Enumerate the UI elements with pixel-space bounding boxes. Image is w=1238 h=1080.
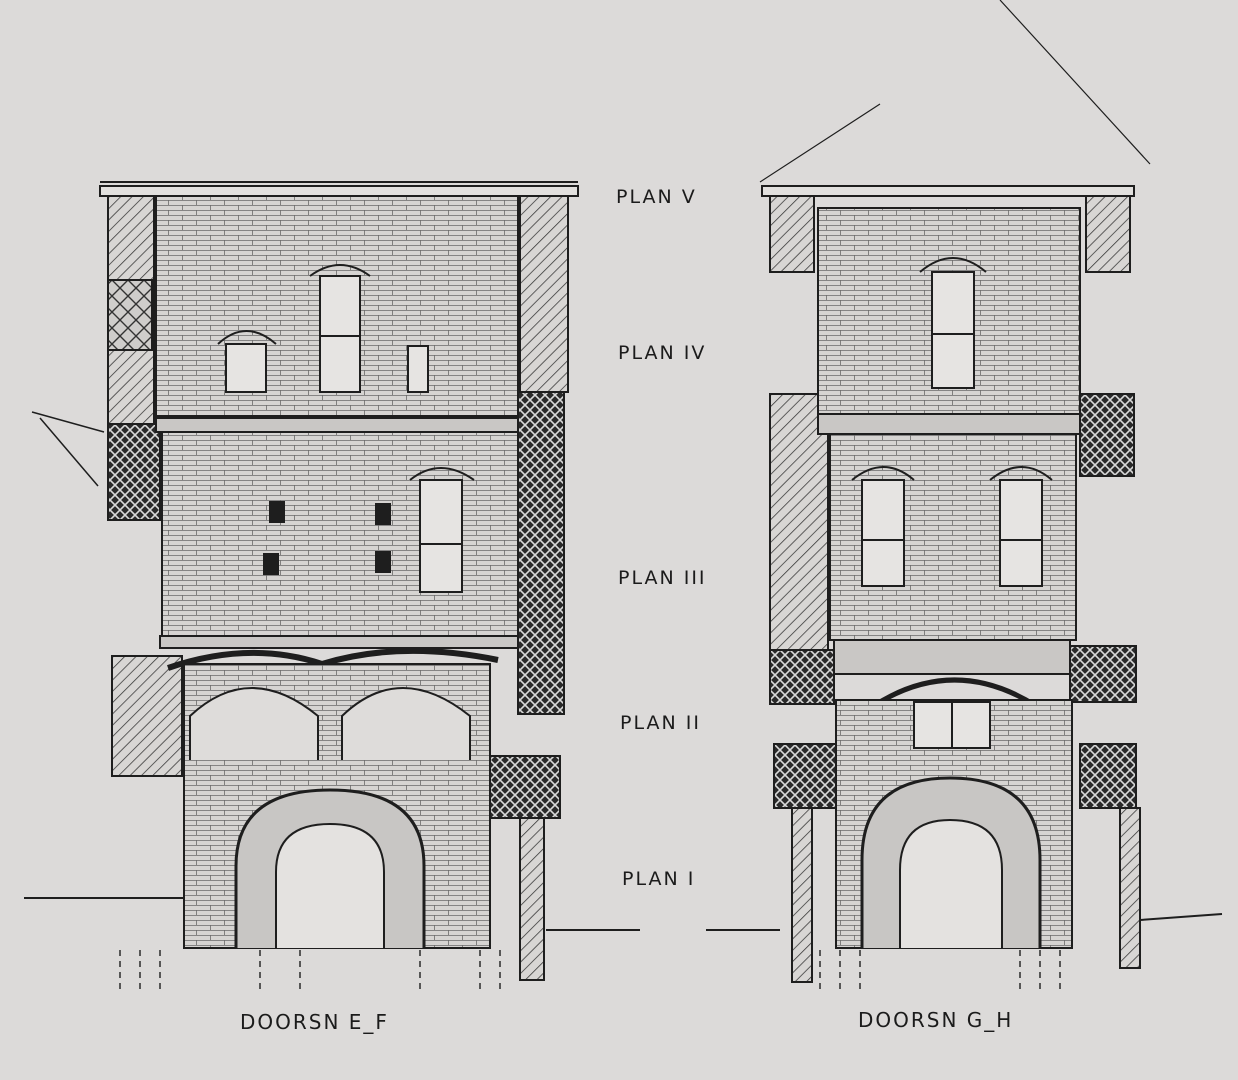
level-label-plan-i: PLAN I [622, 868, 696, 890]
section-g-h [706, 0, 1223, 990]
level-label-plan-iii: PLAN III [618, 567, 707, 589]
level-label-plan-v: PLAN V [616, 186, 697, 208]
section-caption-g-h: DOORSN G_H [858, 1008, 1014, 1032]
section-e-f [24, 181, 640, 990]
section-caption-e-f: DOORSN E_F [240, 1010, 389, 1034]
level-label-plan-iv: PLAN IV [618, 342, 707, 364]
level-label-plan-ii: PLAN II [620, 712, 701, 734]
